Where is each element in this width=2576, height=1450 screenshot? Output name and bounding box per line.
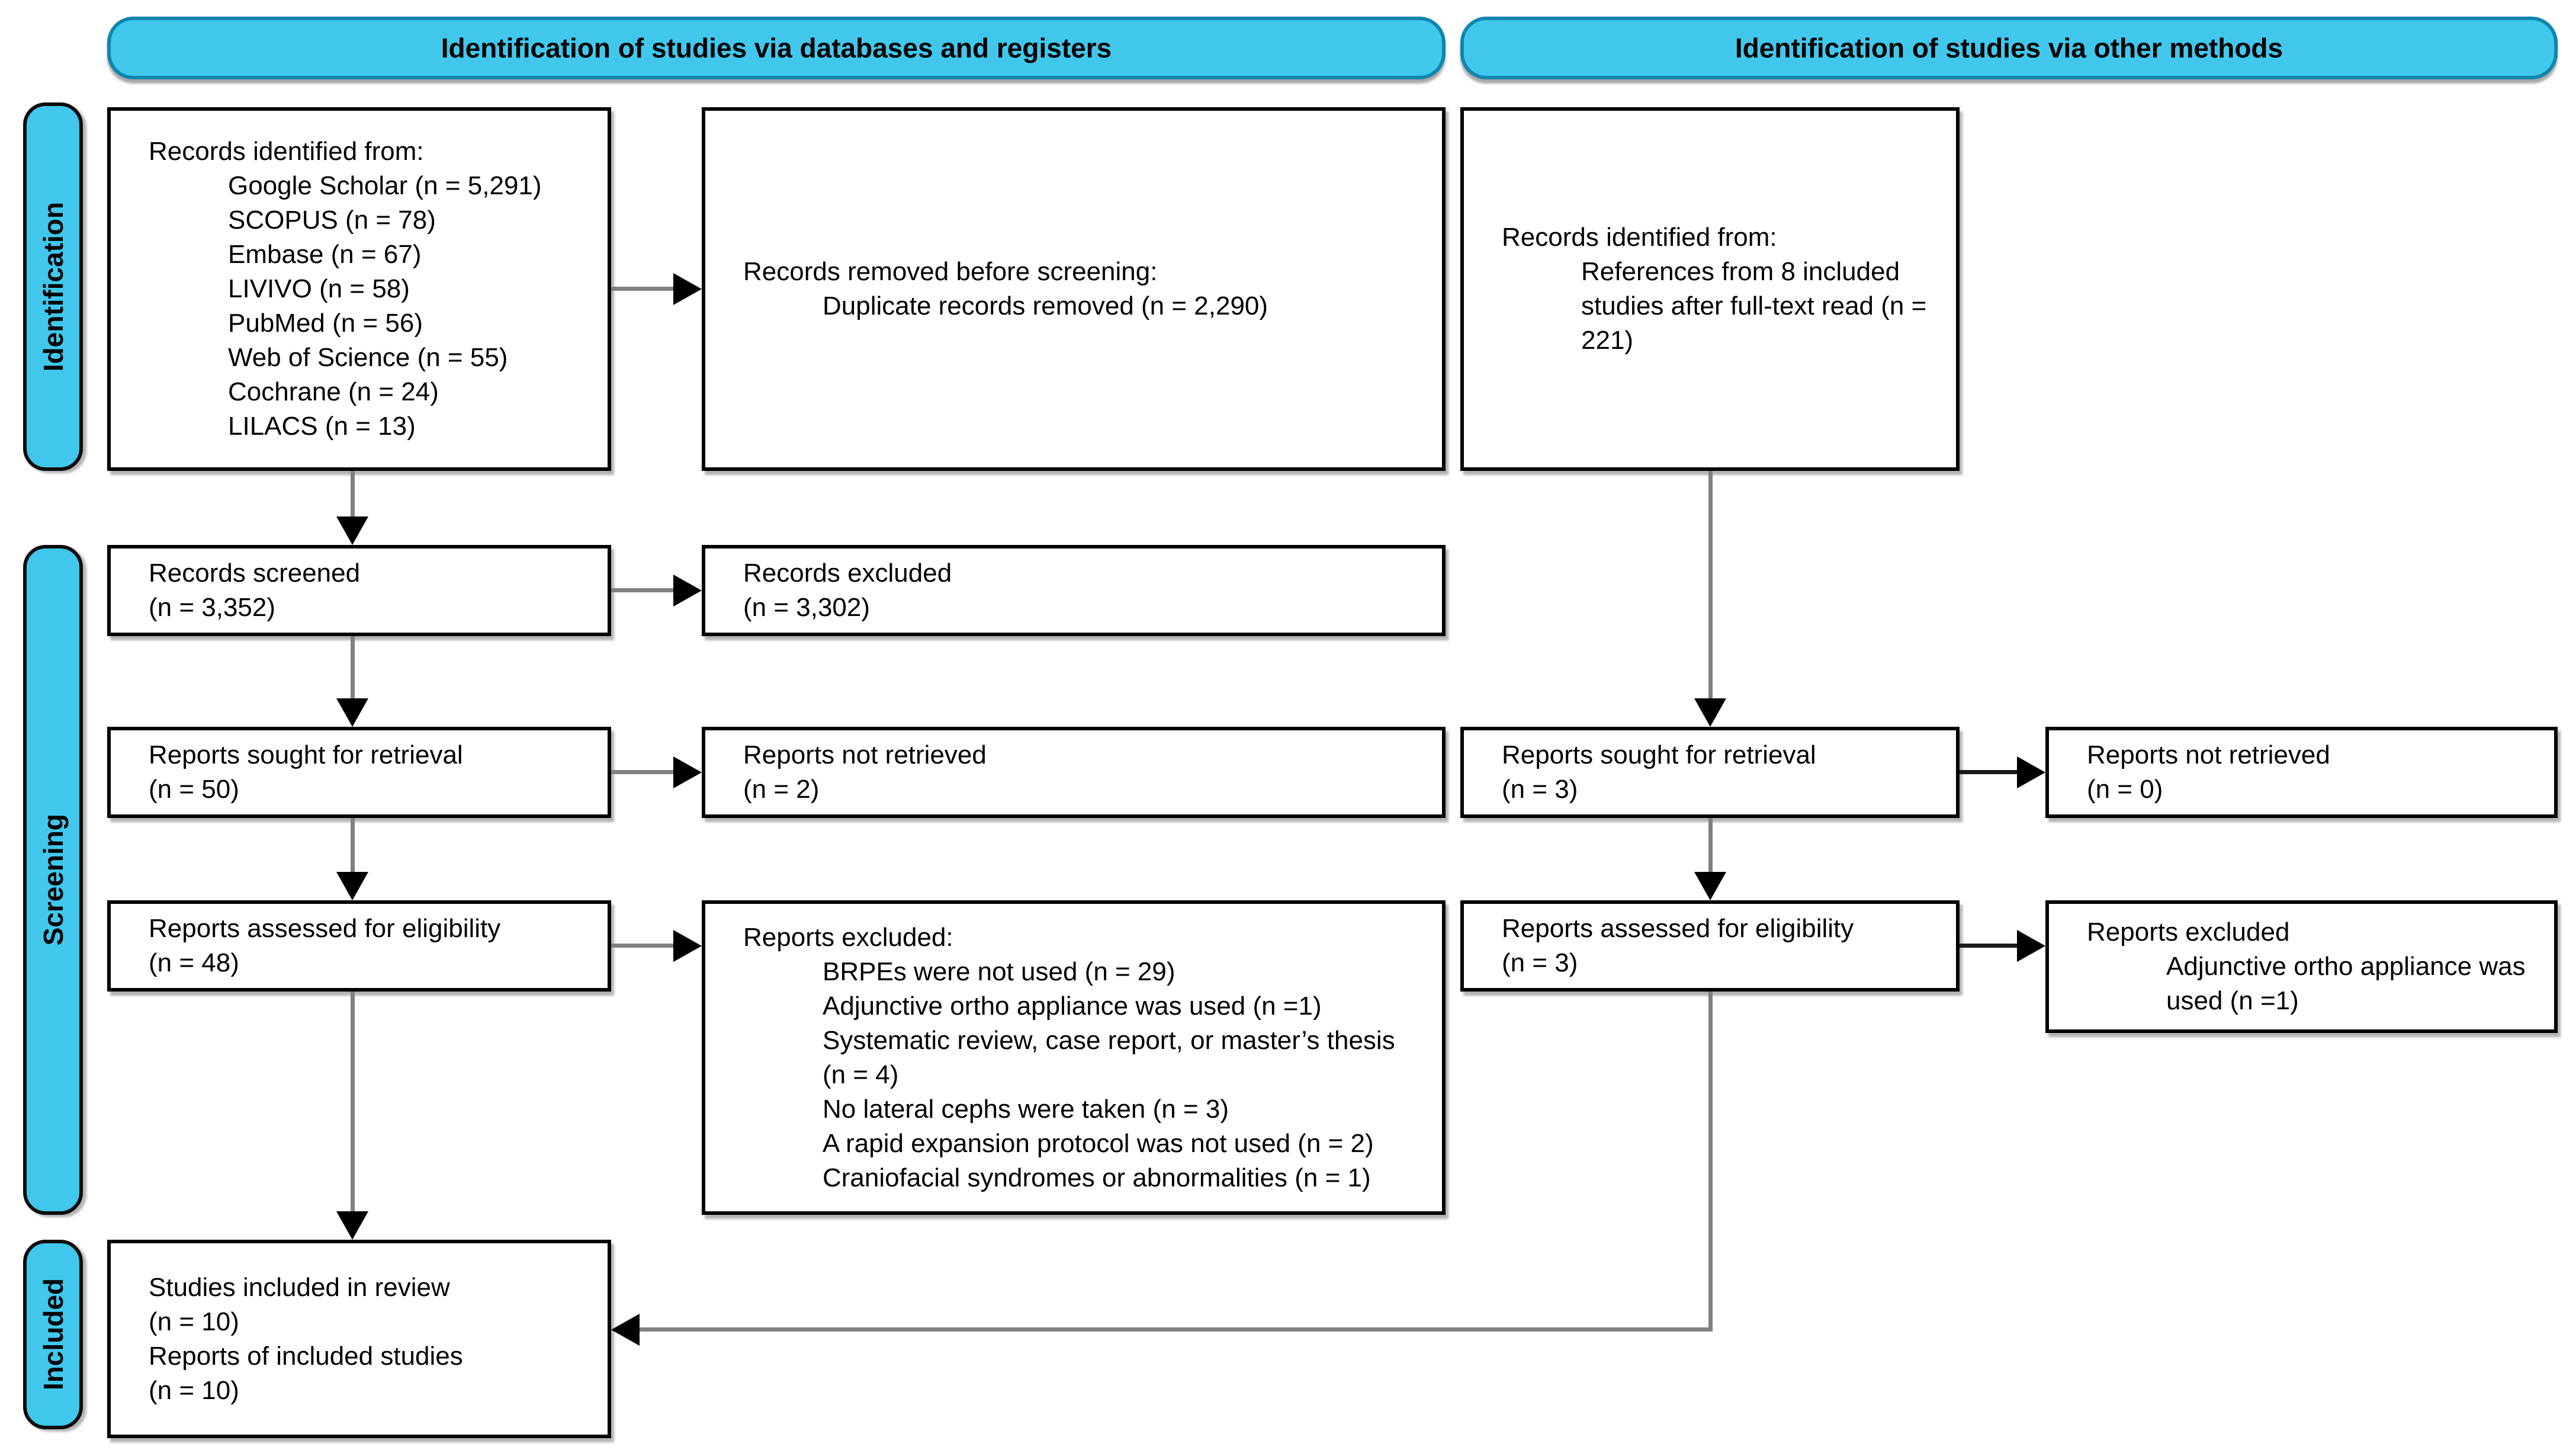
stage-identification: Identification (23, 102, 83, 471)
stage-included-label: Included (37, 1278, 69, 1391)
box-records-identified-databases: Records identified from: Google Scholar … (107, 107, 611, 471)
box-reports-assessed-databases: Reports assessed for eligibility (n = 48… (107, 900, 611, 992)
box-records-excluded: Records excluded (n = 3,302) (702, 545, 1446, 636)
stage-screening: Screening (23, 545, 83, 1215)
box-reports-not-retrieved-other: Reports not retrieved (n = 0) (2045, 727, 2558, 818)
box-studies-included: Studies included in review (n = 10) Repo… (107, 1240, 611, 1438)
box-reports-excluded-other: Reports excluded Adjunctive ortho applia… (2045, 900, 2558, 1033)
box-reports-sought-other: Reports sought for retrieval (n = 3) (1460, 727, 1960, 818)
box-text: Records excluded (n = 3,302) (743, 559, 952, 622)
box-items: References from 8 included studies after… (1581, 257, 1927, 355)
box-title: Records identified from: (149, 137, 424, 166)
box-title: Records removed before screening: (743, 257, 1158, 286)
box-text: Reports not retrieved (n = 2) (743, 740, 987, 804)
box-records-screened: Records screened (n = 3,352) (107, 545, 611, 636)
box-text: Reports sought for retrieval (n = 3) (1502, 740, 1816, 804)
box-text: Reports assessed for eligibility (n = 48… (149, 914, 501, 977)
box-records-identified-other: Records identified from: References from… (1460, 107, 1960, 471)
box-records-removed: Records removed before screening: Duplic… (702, 107, 1446, 471)
header-databases-registers: Identification of studies via databases … (107, 17, 1446, 79)
header-other-methods-label: Identification of studies via other meth… (1735, 33, 2283, 63)
box-reports-not-retrieved-databases: Reports not retrieved (n = 2) (702, 727, 1446, 818)
box-text: Reports not retrieved (n = 0) (2087, 740, 2330, 804)
box-title: Records identified from: (1502, 223, 1777, 252)
stage-identification-label: Identification (37, 201, 69, 372)
header-databases-registers-label: Identification of studies via databases … (441, 33, 1112, 63)
box-reports-excluded-reasons: Reports excluded: BRPEs were not used (n… (702, 900, 1446, 1215)
box-text: Records screened (n = 3,352) (149, 559, 361, 622)
box-items: Google Scholar (n = 5,291) SCOPUS (n = 7… (228, 171, 542, 441)
box-title: Reports excluded: (743, 922, 953, 952)
box-reports-assessed-other: Reports assessed for eligibility (n = 3) (1460, 900, 1960, 992)
box-items: Adjunctive ortho appliance was used (n =… (2166, 952, 2526, 1015)
header-other-methods: Identification of studies via other meth… (1460, 17, 2558, 79)
box-text: Reports sought for retrieval (n = 50) (149, 740, 463, 804)
stage-screening-label: Screening (37, 814, 69, 946)
box-reports-sought-databases: Reports sought for retrieval (n = 50) (107, 727, 611, 818)
box-title: Reports excluded (2087, 918, 2290, 947)
box-text: Studies included in review (n = 10) Repo… (149, 1272, 463, 1405)
stage-included: Included (23, 1240, 83, 1429)
box-text: Reports assessed for eligibility (n = 3) (1502, 914, 1854, 977)
box-items: BRPEs were not used (n = 29) Adjunctive … (823, 957, 1395, 1192)
box-items: Duplicate records removed (n = 2,290) (823, 291, 1268, 320)
